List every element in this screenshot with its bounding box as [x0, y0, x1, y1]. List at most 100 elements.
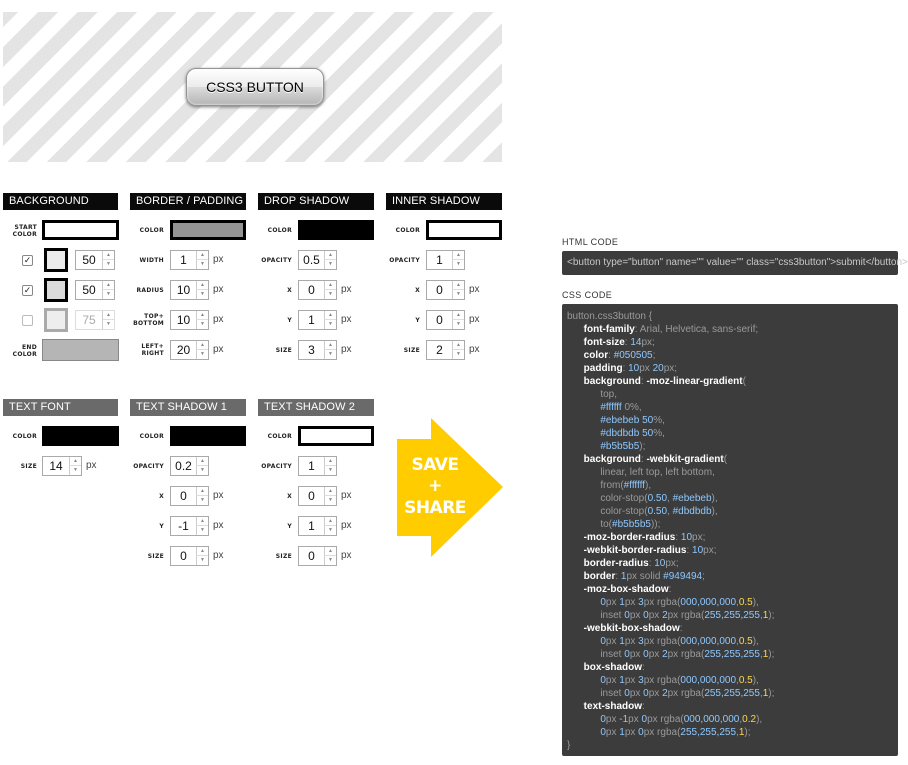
unit-label: px: [213, 344, 224, 355]
spin-down-icon[interactable]: ▼: [324, 555, 336, 565]
inner-shadow-opacity-input[interactable]: 1▲▼: [426, 250, 465, 270]
text-shadow-1-opacity-input[interactable]: 0.2▲▼: [170, 456, 209, 476]
drop-shadow-size-input[interactable]: 3▲▼: [298, 340, 337, 360]
x-label: X: [287, 287, 292, 294]
spin-down-icon[interactable]: ▼: [324, 465, 336, 475]
spin-down-icon[interactable]: ▼: [102, 259, 114, 269]
stop-color-swatch-2[interactable]: [44, 278, 68, 302]
spin-up-icon[interactable]: ▲: [452, 251, 464, 260]
padding-top-bottom-input[interactable]: 10▲▼: [170, 310, 209, 330]
inner-shadow-color-swatch[interactable]: [426, 220, 502, 240]
spin-down-icon[interactable]: ▼: [452, 259, 464, 269]
spin-up-icon[interactable]: ▲: [324, 517, 336, 526]
border-width-input[interactable]: 1▲▼: [170, 250, 209, 270]
spin-up-icon[interactable]: ▲: [324, 251, 336, 260]
spin-down-icon[interactable]: ▼: [196, 349, 208, 359]
spin-down-icon[interactable]: ▼: [324, 525, 336, 535]
spin-up-icon[interactable]: ▲: [196, 311, 208, 320]
spin-up-icon[interactable]: ▲: [102, 311, 114, 320]
text-size-input[interactable]: 14▲▼: [42, 456, 82, 476]
spin-down-icon[interactable]: ▼: [452, 319, 464, 329]
css3-preview-button[interactable]: CSS3 BUTTON: [186, 68, 324, 106]
code-line: to(#b5b5b5));: [567, 519, 661, 530]
spin-down-icon[interactable]: ▼: [324, 259, 336, 269]
spin-down-icon[interactable]: ▼: [196, 289, 208, 299]
spin-up-icon[interactable]: ▲: [196, 487, 208, 496]
text-shadow-1-color-swatch[interactable]: [170, 426, 246, 446]
spin-down-icon[interactable]: ▼: [196, 555, 208, 565]
spin-down-icon[interactable]: ▼: [196, 319, 208, 329]
spin-down-icon[interactable]: ▼: [324, 349, 336, 359]
spin-down-icon[interactable]: ▼: [324, 289, 336, 299]
spin-up-icon[interactable]: ▲: [102, 251, 114, 260]
inner-shadow-x-input[interactable]: 0▲▼: [426, 280, 465, 300]
spin-down-icon[interactable]: ▼: [196, 495, 208, 505]
text-color-swatch[interactable]: [42, 426, 119, 446]
stop-color-swatch-3[interactable]: [44, 308, 68, 332]
text-shadow-1-x-input[interactable]: 0▲▼: [170, 486, 209, 506]
spin-up-icon[interactable]: ▲: [324, 341, 336, 350]
spin-up-icon[interactable]: ▲: [324, 547, 336, 556]
stop-position-input-1[interactable]: 50▲▼: [75, 250, 115, 270]
y-label: Y: [159, 523, 164, 530]
end-color-swatch[interactable]: [42, 339, 119, 361]
opacity-label: OPACITY: [133, 463, 164, 470]
padding-left-right-input[interactable]: 20▲▼: [170, 340, 209, 360]
spin-down-icon[interactable]: ▼: [324, 495, 336, 505]
spin-up-icon[interactable]: ▲: [196, 457, 208, 466]
html-code-output[interactable]: <button type="button" name="" value="" c…: [562, 251, 908, 275]
border-radius-input[interactable]: 10▲▼: [170, 280, 209, 300]
text-shadow-2-x-input[interactable]: 0▲▼: [298, 486, 337, 506]
text-shadow-2-color-swatch[interactable]: [298, 426, 374, 446]
stop-checkbox-1[interactable]: ✓: [22, 255, 33, 266]
stop-color-swatch-1[interactable]: [44, 248, 68, 272]
drop-shadow-x-input[interactable]: 0▲▼: [298, 280, 337, 300]
spin-up-icon[interactable]: ▲: [324, 311, 336, 320]
spin-up-icon[interactable]: ▲: [452, 341, 464, 350]
border-color-swatch[interactable]: [170, 220, 246, 240]
stop-position-input-2[interactable]: 50▲▼: [75, 280, 115, 300]
inner-shadow-size-input[interactable]: 2▲▼: [426, 340, 465, 360]
spin-up-icon[interactable]: ▲: [196, 547, 208, 556]
unit-label: px: [469, 284, 480, 295]
spin-down-icon[interactable]: ▼: [69, 465, 81, 475]
spin-down-icon[interactable]: ▼: [102, 319, 114, 329]
stop-checkbox-2[interactable]: ✓: [22, 285, 33, 296]
spin-up-icon[interactable]: ▲: [324, 281, 336, 290]
panel-title: TEXT SHADOW 2: [258, 399, 374, 416]
spin-up-icon[interactable]: ▲: [324, 487, 336, 496]
spin-down-icon[interactable]: ▼: [324, 319, 336, 329]
spin-up-icon[interactable]: ▲: [196, 281, 208, 290]
spin-up-icon[interactable]: ▲: [196, 517, 208, 526]
text-shadow-2-size-input[interactable]: 0▲▼: [298, 546, 337, 566]
unit-label: px: [469, 314, 480, 325]
spin-down-icon[interactable]: ▼: [196, 259, 208, 269]
spin-up-icon[interactable]: ▲: [324, 457, 336, 466]
spin-up-icon[interactable]: ▲: [196, 251, 208, 260]
drop-shadow-opacity-input[interactable]: 0.5▲▼: [298, 250, 337, 270]
save-share-button[interactable]: SAVE + SHARE: [397, 418, 503, 557]
drop-shadow-y-input[interactable]: 1▲▼: [298, 310, 337, 330]
inner-shadow-y-input[interactable]: 0▲▼: [426, 310, 465, 330]
spin-up-icon[interactable]: ▲: [452, 281, 464, 290]
stop-checkbox-3[interactable]: [22, 315, 33, 326]
spin-down-icon[interactable]: ▼: [196, 525, 208, 535]
text-shadow-2-opacity-input[interactable]: 1▲▼: [298, 456, 337, 476]
spin-up-icon[interactable]: ▲: [102, 281, 114, 290]
spin-down-icon[interactable]: ▼: [452, 349, 464, 359]
text-shadow-2-y-input[interactable]: 1▲▼: [298, 516, 337, 536]
css-code-output[interactable]: button.css3button { font-family: Arial, …: [562, 304, 898, 756]
html-code-label: HTML CODE: [562, 237, 619, 247]
spin-down-icon[interactable]: ▼: [452, 289, 464, 299]
spin-up-icon[interactable]: ▲: [452, 311, 464, 320]
text-shadow-1-size-input[interactable]: 0▲▼: [170, 546, 209, 566]
start-color-swatch[interactable]: [42, 220, 119, 240]
text-shadow-1-y-input[interactable]: -1▲▼: [170, 516, 209, 536]
spin-down-icon[interactable]: ▼: [102, 289, 114, 299]
drop-shadow-color-swatch[interactable]: [298, 220, 374, 240]
spin-down-icon[interactable]: ▼: [196, 465, 208, 475]
spin-up-icon[interactable]: ▲: [196, 341, 208, 350]
spin-up-icon[interactable]: ▲: [69, 457, 81, 466]
color-label: COLOR: [139, 433, 164, 440]
stop-position-input-3[interactable]: 75▲▼: [75, 310, 115, 330]
